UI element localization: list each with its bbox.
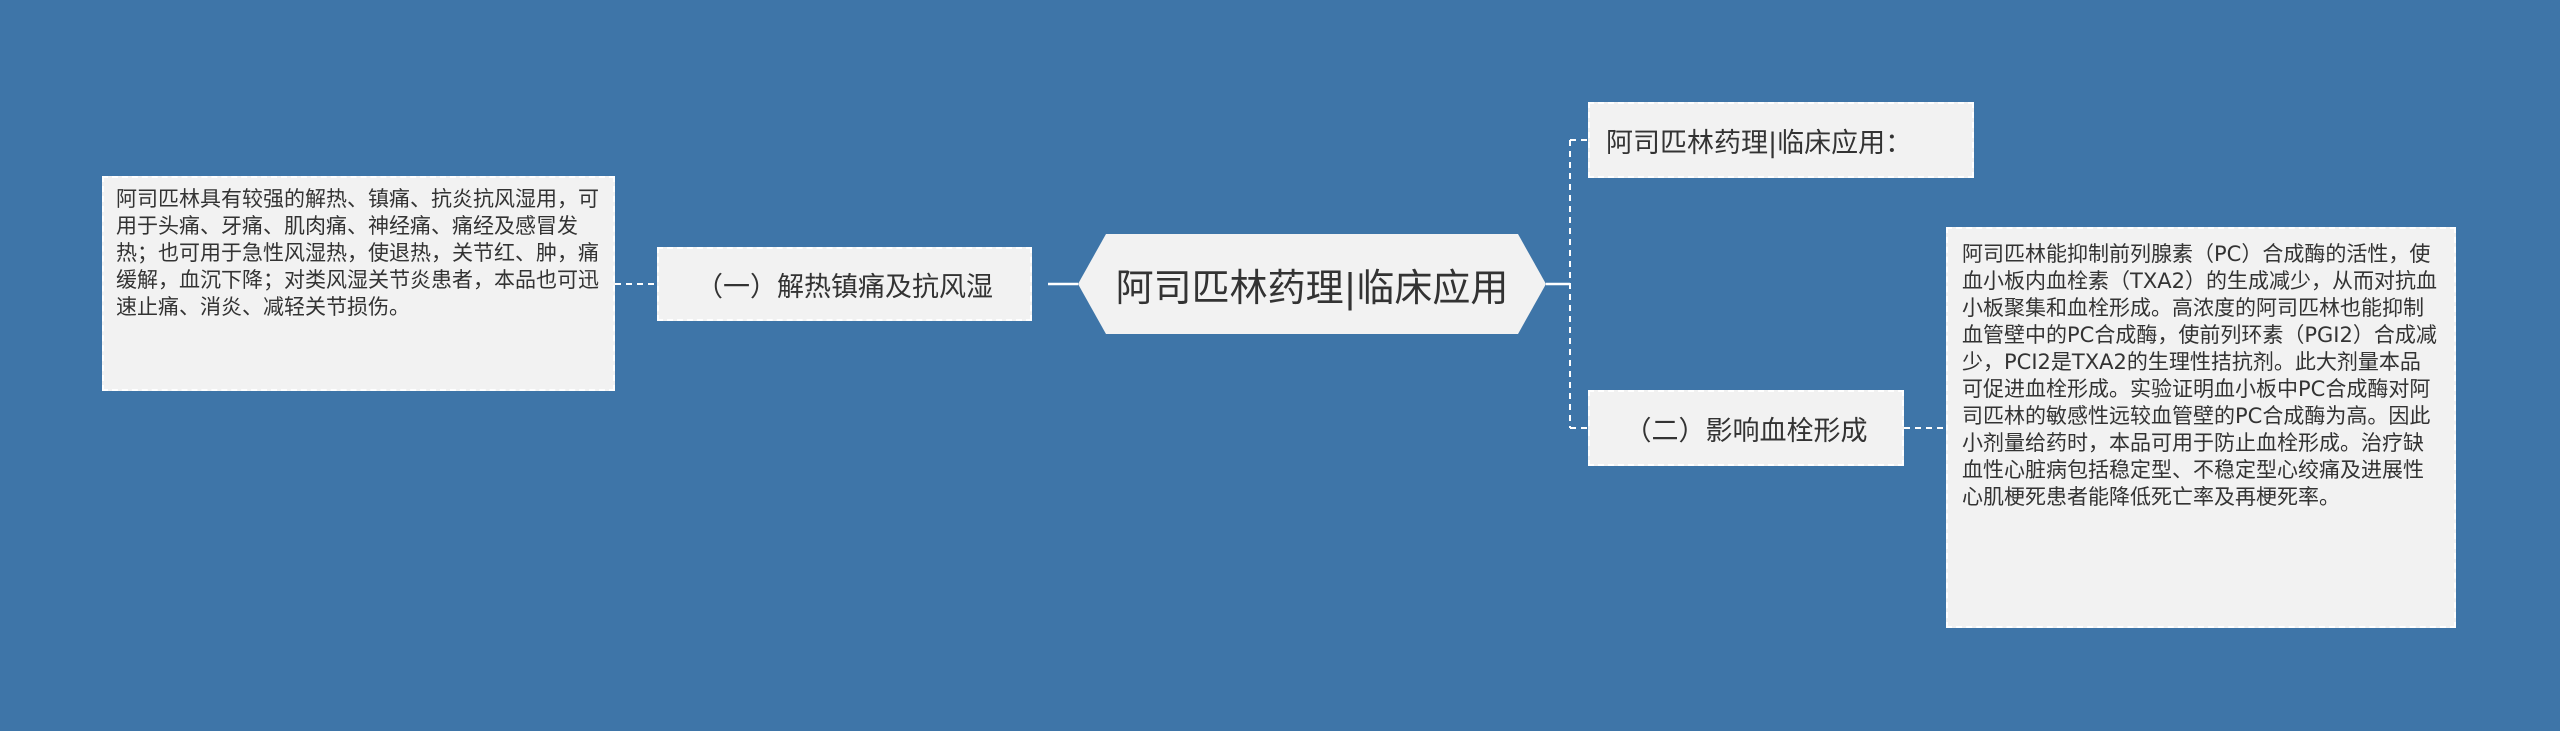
right-bottom-label: （二）影响血栓形成 [1624,415,1868,447]
center-topic[interactable]: 阿司匹林药理|临床应用 [1078,234,1546,334]
right-detail-note[interactable]: 阿司匹林能抑制前列腺素（PC）合成酶的活性，使血小板内血栓素（TXA2）的生成减… [1946,227,2456,628]
right-top-topic[interactable]: 阿司匹林药理|临床应用： [1588,102,1974,178]
left-branch-label: （一）解热镇痛及抗风湿 [696,271,993,303]
left-detail-note[interactable]: 阿司匹林具有较强的解热、镇痛、抗炎抗风湿用，可用于头痛、牙痛、肌肉痛、神经痛、痛… [102,176,615,391]
left-detail-text: 阿司匹林具有较强的解热、镇痛、抗炎抗风湿用，可用于头痛、牙痛、肌肉痛、神经痛、痛… [116,187,599,319]
right-detail-text: 阿司匹林能抑制前列腺素（PC）合成酶的活性，使血小板内血栓素（TXA2）的生成减… [1962,242,2437,509]
right-bottom-topic[interactable]: （二）影响血栓形成 [1588,390,1904,466]
left-branch-topic[interactable]: （一）解热镇痛及抗风湿 [657,247,1032,321]
right-top-label: 阿司匹林药理|临床应用： [1606,127,1913,159]
center-topic-label: 阿司匹林药理|临床应用 [1115,265,1509,310]
